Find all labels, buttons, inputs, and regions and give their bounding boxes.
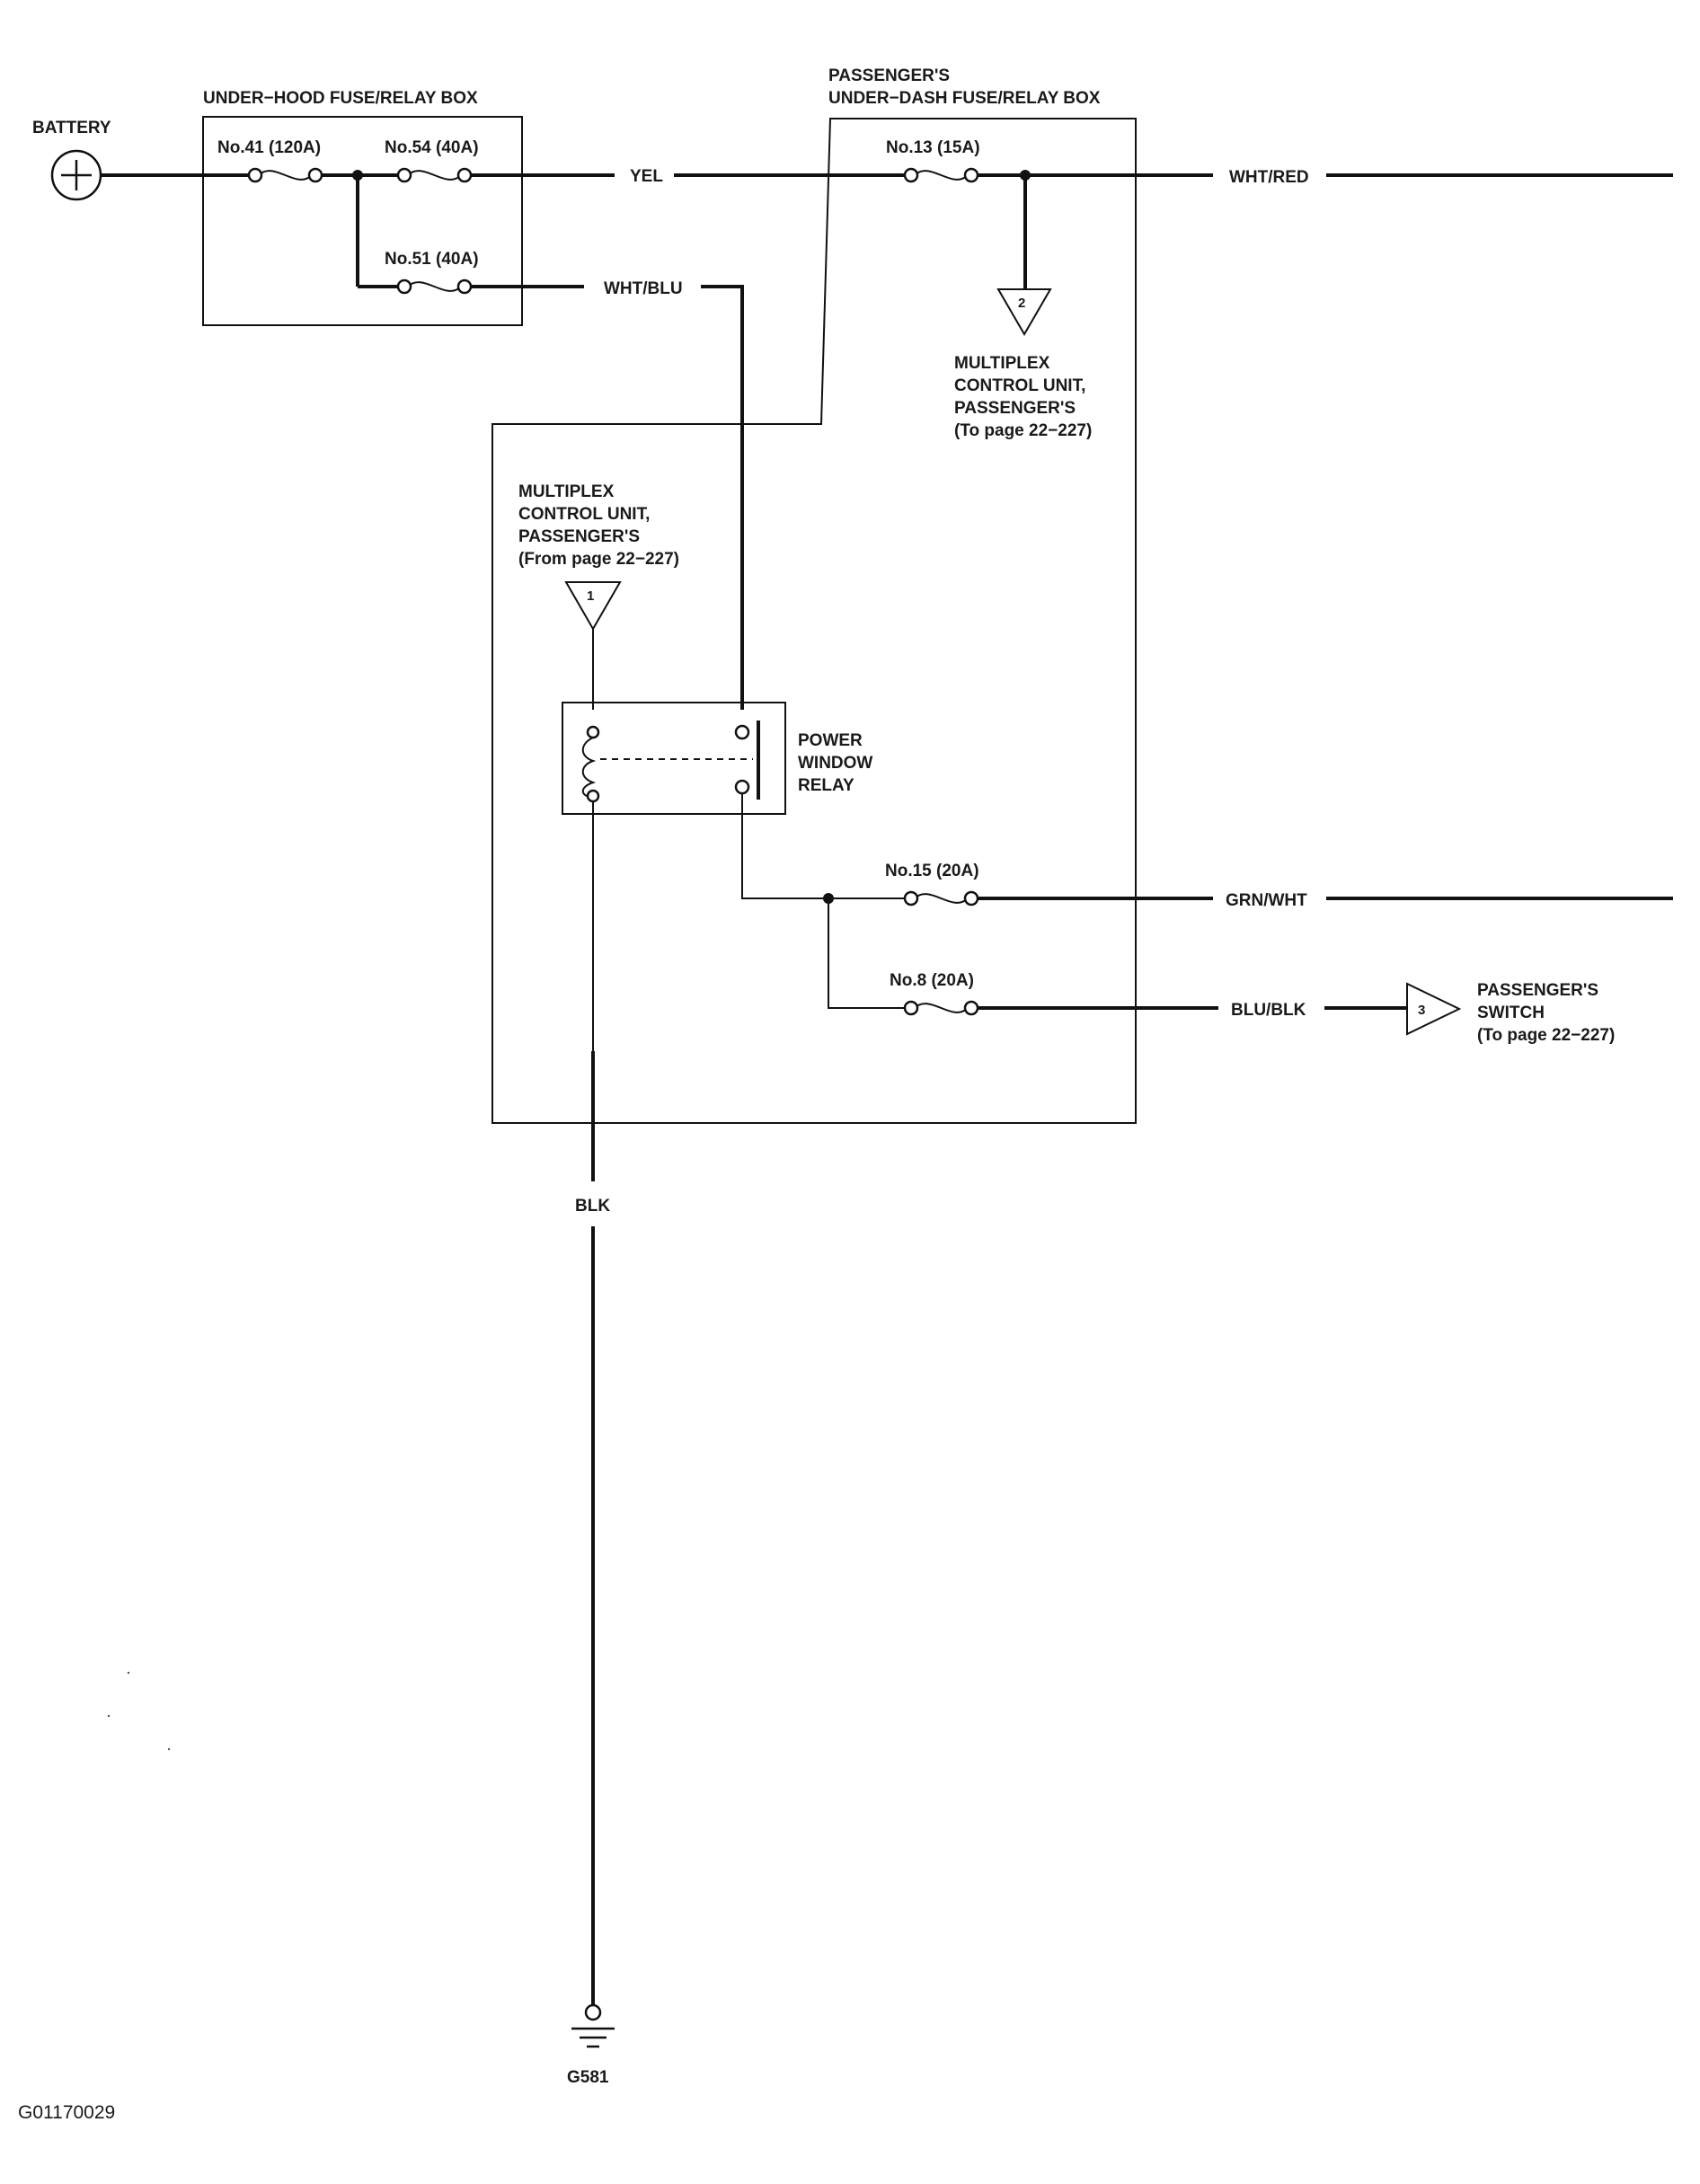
fuse-13-label: No.13 (15A) [886,138,980,157]
connector-3-line3: (To page 22−227) [1477,1026,1615,1045]
connector-2-line4: (To page 22−227) [954,421,1092,440]
fuse-51-label: No.51 (40A) [385,250,479,269]
wire-relay-out [741,794,828,899]
connector-1: MULTIPLEX CONTROL UNIT, PASSENGER'S (Fro… [518,482,679,632]
fuse-51: No.51 (40A) [385,250,479,295]
fuse-8: No.8 (20A) [890,971,979,1016]
fuse-15-label: No.15 (20A) [885,862,979,880]
wire-to-fuse-8 [828,898,908,1009]
wire-label-grn-wht: GRN/WHT [1226,891,1307,910]
scan-speck [107,1714,111,1718]
connector-1-line1: MULTIPLEX [518,482,615,501]
underdash-fuse-relay-box: PASSENGER'S UNDER−DASH FUSE/RELAY BOX [491,66,1137,1124]
battery-label: BATTERY [32,119,111,137]
connector-3-line2: SWITCH [1477,1004,1545,1022]
connector-3-line1: PASSENGER'S [1477,981,1598,1000]
connector-1-line4: (From page 22−227) [518,550,679,569]
battery-symbol: BATTERY [32,119,111,201]
connector-2-line1: MULTIPLEX [954,354,1050,373]
fuse-8-label: No.8 (20A) [890,971,974,990]
fuse-41-label: No.41 (120A) [217,138,321,157]
power-window-relay: POWER WINDOW RELAY [562,702,872,815]
connector-2-line3: PASSENGER'S [954,399,1076,418]
relay-label-line1: POWER [798,731,863,750]
figure-code: G01170029 [18,2102,116,2123]
connector-1-number: 1 [587,588,594,604]
connector-3-number: 3 [1418,1003,1425,1018]
fuse-54-label: No.54 (40A) [385,138,479,157]
connector-1-line3: PASSENGER'S [518,527,640,546]
underdash-box-title-line1: PASSENGER'S [828,66,950,85]
connector-3: 3 PASSENGER'S SWITCH (To page 22−227) [1406,981,1615,1045]
scan-speck [167,1747,171,1751]
wire-wht-blu-to-relay [701,285,744,710]
relay-label-line2: WINDOW [798,754,872,773]
wire-label-blk: BLK [575,1197,610,1216]
relay-label-line3: RELAY [798,776,854,795]
ground-label: G581 [567,2068,609,2087]
connector-2: 2 MULTIPLEX CONTROL UNIT, PASSENGER'S (T… [954,288,1092,440]
fuse-13: No.13 (15A) [886,138,980,183]
underhood-fuse-relay-box: UNDER−HOOD FUSE/RELAY BOX [202,89,523,326]
wire-label-wht-red: WHT/RED [1229,168,1309,187]
wire-label-wht-blu: WHT/BLU [604,279,683,298]
connector-2-number: 2 [1018,296,1025,311]
connector-2-line2: CONTROL UNIT, [954,376,1085,395]
wire-label-yel: YEL [630,167,663,186]
ground-g581: G581 [567,2003,615,2087]
scan-speck [127,1671,130,1675]
fuse-15: No.15 (20A) [885,862,979,906]
fuse-54: No.54 (40A) [385,138,479,183]
wire-label-blu-blk: BLU/BLK [1231,1001,1306,1020]
connector-1-line2: CONTROL UNIT, [518,505,650,524]
underdash-box-title-line2: UNDER−DASH FUSE/RELAY BOX [828,89,1101,108]
underhood-box-title: UNDER−HOOD FUSE/RELAY BOX [203,89,478,108]
